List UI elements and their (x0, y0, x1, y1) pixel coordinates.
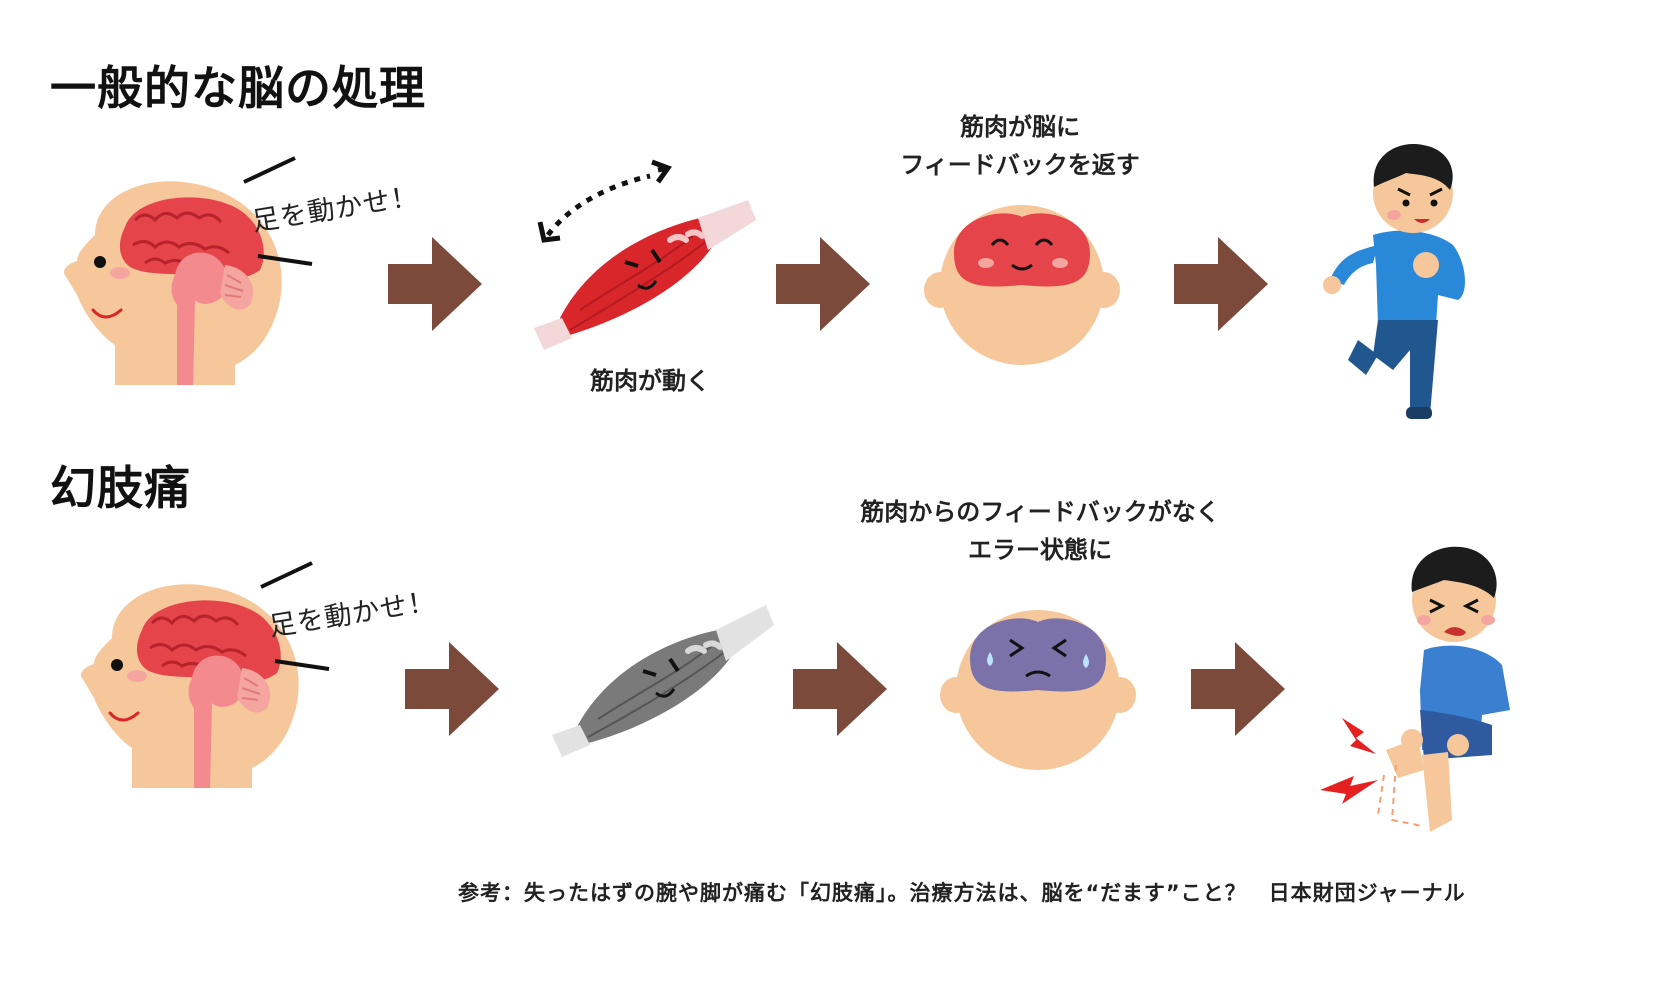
head-brain-illustration (80, 584, 299, 788)
arrow-right-icon (1191, 642, 1285, 736)
running-boy-illustration (1323, 144, 1465, 419)
feedback-caption: 筋肉が脳に フィードバックを返す (870, 108, 1170, 184)
happy-brain-head-illustration (924, 205, 1120, 365)
arrow-right-icon (793, 642, 887, 736)
error-caption-line: エラー状態に (968, 536, 1112, 564)
muscle-caption: 筋肉が動く (590, 367, 710, 395)
arrow-right-icon (1174, 237, 1268, 331)
speech-lines (243, 156, 313, 266)
error-caption: 筋肉からのフィードバックがなく エラー状態に (860, 493, 1220, 569)
source-credit: 参考：失ったはずの腕や脚が痛む「幻肢痛」。治療方法は、脳を“だます”こと？ 日本… (458, 881, 1466, 905)
speech-lines (260, 561, 330, 671)
error-caption-line: 筋肉からのフィードバックがなく (860, 498, 1220, 526)
arrow-right-icon (405, 642, 499, 736)
section-title-normal: 一般的な脳の処理 (50, 61, 426, 115)
arrow-right-icon (776, 237, 870, 331)
pain-lightning-icon (1342, 718, 1376, 754)
pain-lightning-icon (1320, 776, 1378, 804)
boy-in-pain-illustration (1320, 546, 1510, 832)
arrow-right-icon (388, 237, 482, 331)
feedback-caption-line: フィードバックを返す (900, 151, 1140, 179)
muscle-illustration (534, 159, 756, 350)
head-brain-illustration (63, 181, 282, 385)
distressed-brain-head-illustration (940, 610, 1136, 770)
muscle-gray-illustration (552, 605, 774, 757)
section-title-phantom: 幻肢痛 (50, 461, 191, 515)
feedback-caption-line: 筋肉が脳に (960, 113, 1080, 141)
